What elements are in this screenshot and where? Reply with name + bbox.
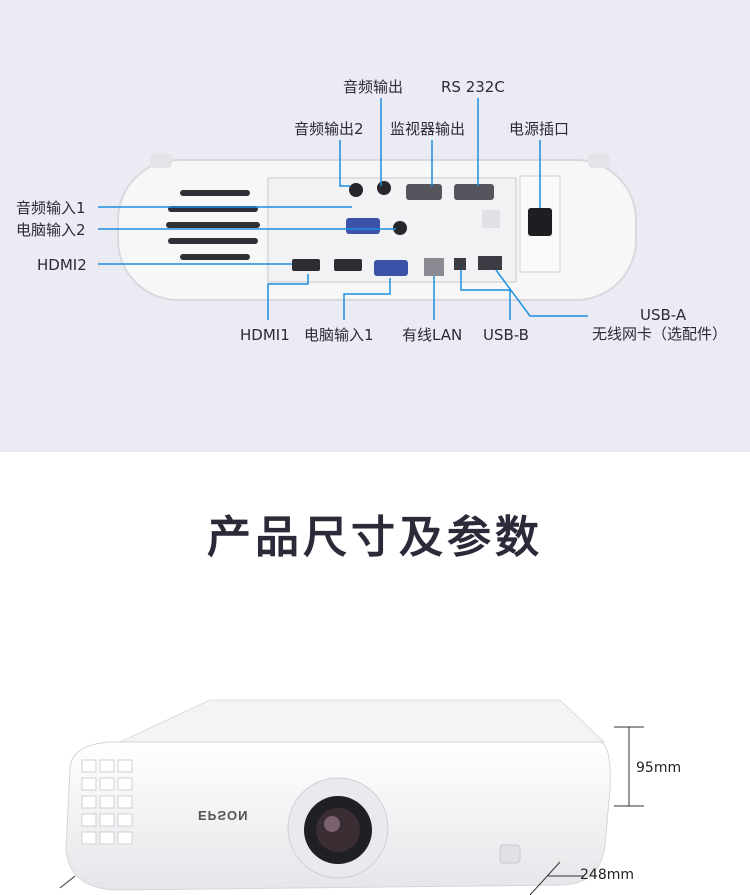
label-audio-out-2: 音频输出2: [294, 120, 364, 138]
label-monitor-out: 监视器输出: [390, 120, 466, 138]
label-hdmi1: HDMI1: [240, 326, 290, 344]
label-usb-b: USB-B: [483, 326, 529, 344]
label-computer-in-2: 电脑输入2: [16, 221, 86, 239]
dimension-depth: 248mm: [580, 867, 634, 883]
label-audio-in-1: 音频输入1: [16, 199, 86, 217]
label-audio-out: 音频输出: [343, 78, 404, 96]
label-computer-in-1: 电脑输入1: [304, 326, 374, 344]
label-hdmi2: HDMI2: [37, 256, 87, 274]
label-wireless-card: 无线网卡（选配件）: [592, 325, 728, 343]
section-title: 产品尺寸及参数: [207, 512, 543, 563]
dimension-height: 95mm: [636, 760, 682, 776]
brand-logo: EPSON: [198, 808, 249, 823]
label-usb-a: USB-A: [640, 306, 687, 324]
label-rs232c: RS 232C: [441, 78, 505, 96]
label-power-socket: 电源插口: [509, 120, 570, 138]
label-wired-lan: 有线LAN: [402, 326, 463, 344]
projector-rear-panel-illustration: [98, 98, 637, 320]
